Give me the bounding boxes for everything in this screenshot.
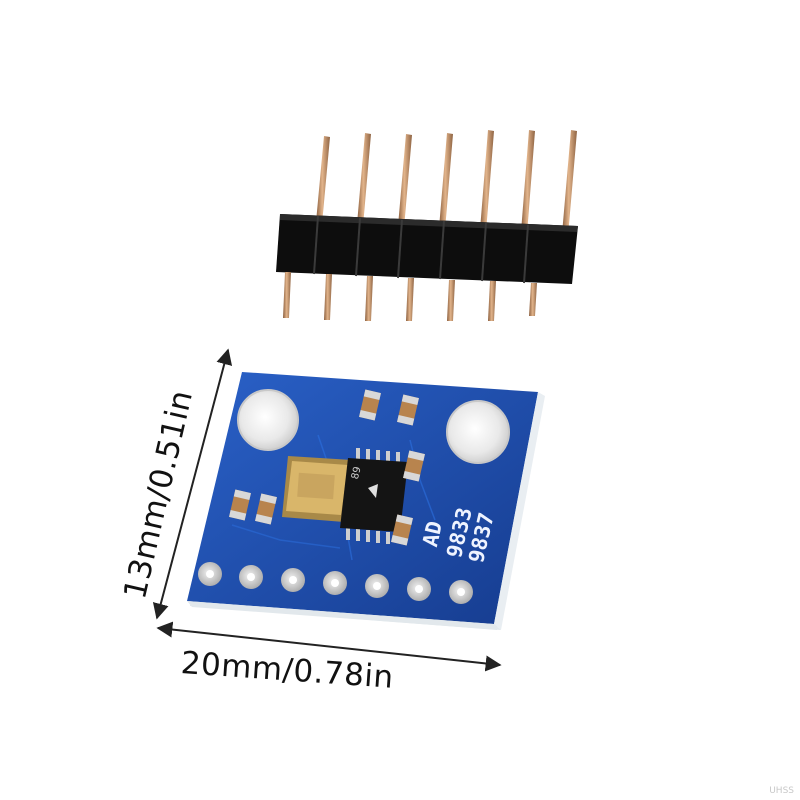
- smd-capacitor: [255, 493, 277, 525]
- header-pins-bottom: [283, 272, 537, 321]
- smd-components: [229, 389, 425, 546]
- main-ic-chip: [340, 448, 408, 544]
- smd-capacitor: [391, 514, 413, 546]
- height-dimension-arrow: [152, 348, 233, 620]
- mounting-hole-right: [447, 401, 509, 463]
- width-dimension-arrow: [156, 621, 502, 672]
- smd-capacitor: [359, 389, 381, 421]
- smd-capacitor: [403, 450, 425, 482]
- smd-capacitor: [397, 394, 419, 426]
- smd-capacitor: [229, 489, 251, 521]
- crystal-oscillator: [282, 456, 352, 522]
- silkscreen-ad: AD: [418, 518, 448, 549]
- watermark: UHSS: [769, 786, 794, 796]
- mounting-holes: [237, 389, 510, 464]
- header-pins-top: [316, 130, 577, 236]
- mounting-hole-left: [238, 390, 298, 450]
- pin-pads: [198, 562, 473, 604]
- pin-header: [276, 130, 578, 321]
- header-plastic-strip: [276, 214, 578, 284]
